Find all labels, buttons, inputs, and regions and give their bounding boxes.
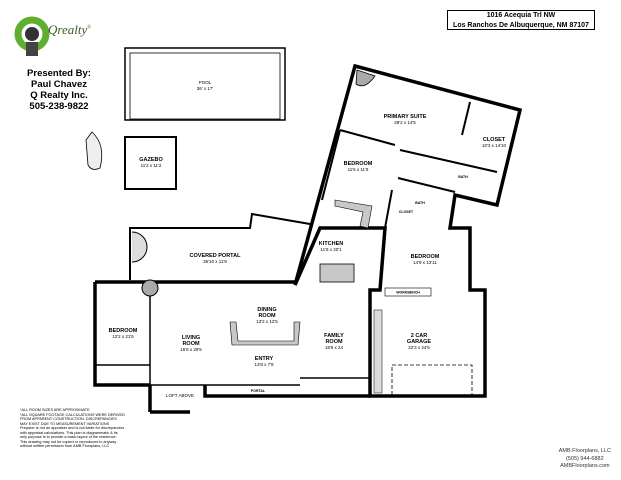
bedroom-left-label: BEDROOM [109,328,138,334]
portal-label: PORTAL [251,389,266,393]
kitchen-label: KITCHEN [319,241,343,247]
main-house-walls [93,280,370,414]
credit-company: AMB Floorplans, LLC [558,448,611,454]
address-box: 1016 Acequia Trl NW Los Ranchos De Albuq… [447,10,595,30]
entry-label: ENTRY [255,356,274,362]
primary-suite-size: 28'2 x 14'5 [394,120,416,125]
dining-partition [229,321,301,346]
q-realty-logo [14,16,50,56]
gazebo [124,136,177,190]
presenter-block: Presented By: Paul Chavez Q Realty Inc. … [14,68,104,112]
garage-door [391,364,473,397]
garage-shelf [373,309,383,394]
disclaimer-line: *ALL SQUARE FOOTAGE CALCULATIONS WERE DE… [20,412,125,426]
agent-name: Paul Chavez [31,79,87,90]
kitchen-island [319,263,355,283]
pool-size: 36' x 17' [197,86,214,91]
dining-label-1: DINING [257,307,276,313]
living-size: 16'6 x 29'5 [180,347,202,352]
primary-wing-walls [293,63,523,398]
floorplan-credit: AMB Floorplans, LLC (505) 944-6882 AMBFl… [559,448,611,471]
disclaimer: *ALL ROOM SIZES ARE APPROXIMATE *ALL SQU… [20,408,125,449]
kitchen-counters [334,199,373,229]
primary-bath-label: BATH [458,175,468,179]
bedroom-upper-label: BEDROOM [344,161,373,167]
living-label-2: ROOM [182,341,200,347]
garage-label-1: 2 CAR [411,333,428,339]
family-label-2: ROOM [325,339,343,345]
family-label-1: FAMILY [324,333,344,339]
living-label-1: LIVING [182,335,200,341]
primary-suite-label: PRIMARY SUITE [384,114,427,120]
hall-closet-label: CLOSET [399,210,414,214]
disclaimer-line: Preparer is not an appraiser and is not … [20,426,125,439]
primary-corner-fireplace [355,69,376,87]
living-fireplace [141,279,159,297]
garage-label-2: GARAGE [407,339,431,345]
closet-size: 10'3 x 14'10 [482,143,506,148]
interior-walls-lower [95,282,370,386]
bedroom-upper-size: 11'6 x 11'9 [348,167,369,172]
credit-phone: (505) 944-6882 [566,455,604,462]
family-size: 15'6 x 24 [325,345,344,350]
disclaimer-line: *ALL ROOM SIZES ARE APPROXIMATE [20,408,90,412]
kitchen-size: 11'8 x 20'1 [320,247,342,252]
portal-fireplace [131,231,148,263]
gazebo-size: 11'2 x 11'2 [141,163,162,168]
bedroom-left-size: 12'2 x 21'5 [112,334,134,339]
garage-size: 22'3 x 24'5 [408,345,430,350]
bedroom-right-label: BEDROOM [411,254,440,260]
covered-portal-label: COVERED PORTAL [190,253,242,259]
agent-phone: 505-238-9822 [29,101,89,112]
pool-label: POOL [199,80,212,85]
presented-by-label: Presented By: [27,68,91,79]
dining-label-2: ROOM [258,313,276,319]
address-city: Los Ranchos De Albuquerque, NM 87107 [453,21,589,29]
disclaimer-line: This drawing may not be copied or reprod… [20,439,117,449]
agent-company: Q Realty Inc. [30,90,88,101]
covered-portal-outline [129,212,311,280]
interior-walls-upper [321,101,498,229]
workbench-label: WORKBENCH [396,291,420,295]
covered-portal-size: 36'10 x 11'8 [203,259,227,264]
logo-wordmark: Qrealty® [48,22,92,37]
fountain [85,131,103,170]
credit-website: AMBFloorplans.com [560,463,610,469]
hall-bath-label: BATH [415,201,425,205]
dining-size: 13'2 x 12'5 [256,319,278,324]
gazebo-label: GAZEBO [139,157,163,163]
closet-label: CLOSET [483,137,506,143]
workbench [384,287,432,297]
address-street: 1016 Acequia Trl NW [486,12,556,19]
bedroom-right-size: 14'9 x 13'11 [413,260,437,265]
pool [124,47,286,121]
loft-label: LOFT ABOVE [166,393,194,398]
entry-size: 13'8 x 7'9 [255,362,274,367]
